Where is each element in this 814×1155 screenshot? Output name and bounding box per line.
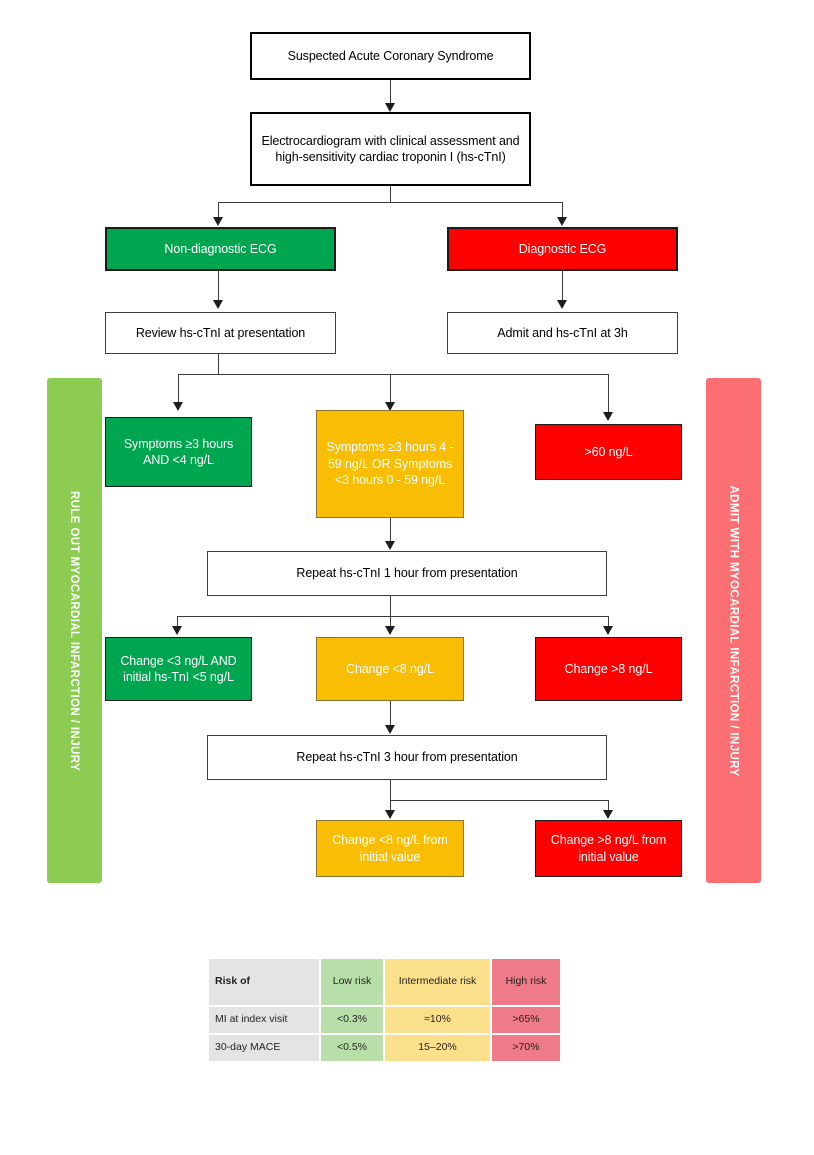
- connector-repeat1h-drop-right: [608, 616, 609, 628]
- connector-assessment-stem: [390, 186, 391, 203]
- table-cell-low: <0.5%: [321, 1035, 383, 1061]
- node-change-red-3h: Change >8 ng/L from initial value: [535, 820, 682, 877]
- table-cell-intermediate: ≈10%: [385, 1007, 490, 1033]
- arrow-to-change-amber-1h: [385, 626, 395, 635]
- arrow-to-diagnostic-ecg: [557, 217, 567, 226]
- arrow-to-ruled-in-red: [603, 412, 613, 421]
- connector-assessment-right-drop: [562, 202, 563, 220]
- table-cell-low: <0.3%: [321, 1007, 383, 1033]
- arrow-nondiag-to-review: [213, 300, 223, 309]
- table-header-risk-of: Risk of: [209, 959, 319, 1005]
- node-admit-hs-ctni-3h: Admit and hs-cTnI at 3h: [447, 312, 678, 354]
- connector-review-drop-left: [178, 374, 179, 404]
- node-non-diagnostic-ecg: Non-diagnostic ECG: [105, 227, 336, 271]
- table-cell-label: MI at index visit: [209, 1007, 319, 1033]
- connector-repeat1h-bus: [177, 616, 608, 617]
- risk-stratification-table: Risk of Low risk Intermediate risk High …: [207, 957, 562, 1063]
- arrow-to-rule-out-green: [173, 402, 183, 411]
- node-non-diagnostic-ecg-label: Non-diagnostic ECG: [164, 241, 277, 256]
- connector-review-stem: [218, 354, 219, 375]
- table-cell-high: >70%: [492, 1035, 560, 1061]
- node-admit-hs-ctni-3h-label: Admit and hs-cTnI at 3h: [497, 325, 628, 340]
- node-ruled-in-red-label: >60 ng/L: [584, 444, 633, 459]
- node-repeat-1h: Repeat hs-cTnI 1 hour from presentation: [207, 551, 607, 596]
- arrow-to-change-red-1h: [603, 626, 613, 635]
- connector-review-drop-right: [608, 374, 609, 414]
- connector-repeat3h-bus: [390, 800, 608, 801]
- arrow-to-observe-amber: [385, 402, 395, 411]
- table-header-intermediate-risk: Intermediate risk: [385, 959, 490, 1005]
- banner-admit: ADMIT WITH MYOCARDIAL INFARCTION / INJUR…: [706, 378, 761, 883]
- connector-repeat1h-drop-left: [177, 616, 178, 628]
- table-row: MI at index visit <0.3% ≈10% >65%: [209, 1007, 560, 1033]
- node-change-amber-1h-label: Change <8 ng/L: [346, 661, 434, 676]
- connector-nondiag-to-review: [218, 271, 219, 302]
- table-header-low-risk: Low risk: [321, 959, 383, 1005]
- arrow-to-change-amber-3h: [385, 810, 395, 819]
- node-change-red-1h: Change >8 ng/L: [535, 637, 682, 701]
- node-change-red-1h-label: Change >8 ng/L: [564, 661, 653, 676]
- node-change-amber-3h: Change <8 ng/L from initial value: [316, 820, 464, 877]
- node-repeat-1h-label: Repeat hs-cTnI 1 hour from presentation: [296, 566, 518, 581]
- arrow-amber1h-to-repeat3h: [385, 725, 395, 734]
- node-change-green-1h-label: Change <3 ng/L AND initial hs-TnI <5 ng/…: [120, 653, 237, 685]
- node-suspected-acs: Suspected Acute Coronary Syndrome: [250, 32, 531, 80]
- node-change-amber-1h: Change <8 ng/L: [316, 637, 464, 701]
- table-header-high-risk: High risk: [492, 959, 560, 1005]
- table-cell-high: >65%: [492, 1007, 560, 1033]
- connector-repeat1h-stem: [390, 596, 391, 617]
- connector-repeat1h-drop-mid: [390, 616, 391, 628]
- node-change-red-3h-label: Change >8 ng/L from initial value: [550, 833, 667, 864]
- banner-admit-label: ADMIT WITH MYOCARDIAL INFARCTION / INJUR…: [727, 484, 740, 777]
- arrow-amber-to-repeat1h: [385, 541, 395, 550]
- node-review-hs-ctni: Review hs-cTnI at presentation: [105, 312, 336, 354]
- banner-rule-out-label: RULE OUT MYOCARDIAL INFARCTION / INJURY: [68, 490, 81, 771]
- node-ecg-assessment-label: Electrocardiogram with clinical assessme…: [261, 133, 520, 165]
- connector-review-bus: [178, 374, 608, 375]
- node-change-amber-3h-label: Change <8 ng/L from initial value: [332, 833, 448, 864]
- node-ecg-assessment: Electrocardiogram with clinical assessme…: [250, 112, 531, 186]
- node-rule-out-green: Symptoms ≥3 hours AND <4 ng/L: [105, 417, 252, 487]
- connector-review-drop-mid: [390, 374, 391, 404]
- connector-amber1h-to-repeat3h: [390, 701, 391, 728]
- node-suspected-acs-label: Suspected Acute Coronary Syndrome: [287, 48, 494, 63]
- table-row: 30-day MACE <0.5% 15–20% >70%: [209, 1035, 560, 1061]
- connector-amber-to-repeat1h: [390, 518, 391, 544]
- table-cell-intermediate: 15–20%: [385, 1035, 490, 1061]
- node-rule-out-green-label: Symptoms ≥3 hours AND <4 ng/L: [123, 436, 234, 468]
- connector-title-to-assessment: [390, 80, 391, 106]
- table-cell-label: 30-day MACE: [209, 1035, 319, 1061]
- arrow-to-change-green-1h: [172, 626, 182, 635]
- connector-repeat3h-drop-right: [608, 800, 609, 812]
- node-observe-amber: Symptoms ≥3 hours 4 - 59 ng/L OR Symptom…: [316, 410, 464, 518]
- arrow-to-change-red-3h: [603, 810, 613, 819]
- node-ruled-in-red: >60 ng/L: [535, 424, 682, 480]
- node-observe-amber-label: Symptoms ≥3 hours 4 - 59 ng/L OR Symptom…: [326, 440, 454, 488]
- node-diagnostic-ecg-label: Diagnostic ECG: [518, 241, 607, 256]
- node-review-hs-ctni-label: Review hs-cTnI at presentation: [135, 325, 306, 340]
- table-row-header: Risk of Low risk Intermediate risk High …: [209, 959, 560, 1005]
- connector-assessment-left-drop: [218, 202, 219, 220]
- node-repeat-3h-label: Repeat hs-cTnI 3 hour from presentation: [296, 750, 518, 765]
- arrow-diag-to-admit: [557, 300, 567, 309]
- connector-assessment-bus: [218, 202, 562, 203]
- node-change-green-1h: Change <3 ng/L AND initial hs-TnI <5 ng/…: [105, 637, 252, 701]
- arrow-title-to-assessment: [385, 103, 395, 112]
- arrow-to-nondiagnostic-ecg: [213, 217, 223, 226]
- node-repeat-3h: Repeat hs-cTnI 3 hour from presentation: [207, 735, 607, 780]
- connector-repeat3h-stem: [390, 780, 391, 812]
- node-diagnostic-ecg: Diagnostic ECG: [447, 227, 678, 271]
- connector-diag-to-admit: [562, 271, 563, 302]
- banner-rule-out: RULE OUT MYOCARDIAL INFARCTION / INJURY: [47, 378, 102, 883]
